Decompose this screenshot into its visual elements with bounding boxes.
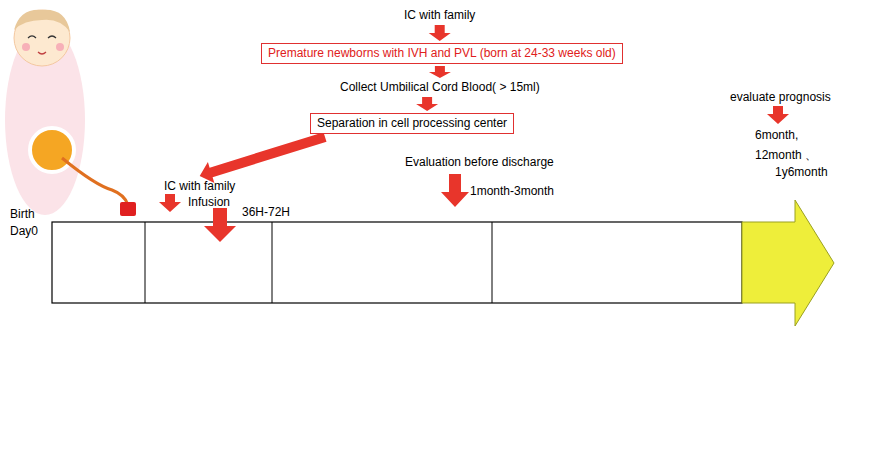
timeline-label: 6month,	[755, 127, 798, 144]
timeline-label: Infusion	[188, 194, 230, 211]
timeline-label: 1y6month	[775, 164, 828, 181]
timeline-bar	[52, 222, 742, 303]
head	[14, 10, 70, 66]
node-text: IC with family	[404, 8, 475, 23]
timeline-label: 1month-3month	[470, 183, 554, 200]
timeline-label: 36H-72H	[242, 204, 290, 221]
flow-step: Collect Umbilical Cord Blood( > 15ml)	[340, 80, 540, 95]
cheek	[22, 43, 30, 51]
node-text: Premature newborns with IVH and PVL (bor…	[268, 46, 616, 61]
blood-bag	[120, 202, 136, 216]
red-arrow	[204, 208, 236, 242]
flow-step: IC with family	[164, 179, 235, 194]
timeline-divider	[145, 222, 146, 303]
timeline-label: Evaluation before discharge	[405, 154, 554, 171]
timeline-label: evaluate prognosis	[730, 89, 831, 106]
timeline-label: Birth Day0	[10, 206, 50, 240]
process-box: Premature newborns with IVH and PVL (bor…	[261, 43, 623, 64]
node-text: Separation in cell processing center	[317, 116, 507, 131]
mouth	[38, 52, 46, 54]
uterus	[30, 128, 74, 172]
cheek	[56, 43, 64, 51]
flow-arrow	[416, 97, 438, 111]
flow-arrow	[429, 25, 451, 41]
time-arrow	[742, 200, 834, 326]
flow-arrow	[200, 132, 327, 183]
process-box: Separation in cell processing center	[310, 113, 514, 134]
red-arrow	[441, 174, 469, 207]
flow-arrow	[429, 66, 451, 78]
timeline-divider	[492, 222, 493, 303]
eye	[48, 36, 56, 38]
body-shape	[5, 25, 85, 215]
red-arrow	[767, 106, 789, 124]
red-arrow	[159, 194, 181, 212]
hair	[14, 10, 70, 32]
flow-step: IC with family	[404, 8, 475, 23]
umbilical-cord	[62, 158, 128, 205]
timeline-label: 12month 、	[755, 147, 817, 164]
node-text: Collect Umbilical Cord Blood( > 15ml)	[340, 80, 540, 95]
node-text: IC with family	[164, 179, 235, 194]
timeline-divider	[272, 222, 273, 303]
eye	[28, 36, 36, 38]
